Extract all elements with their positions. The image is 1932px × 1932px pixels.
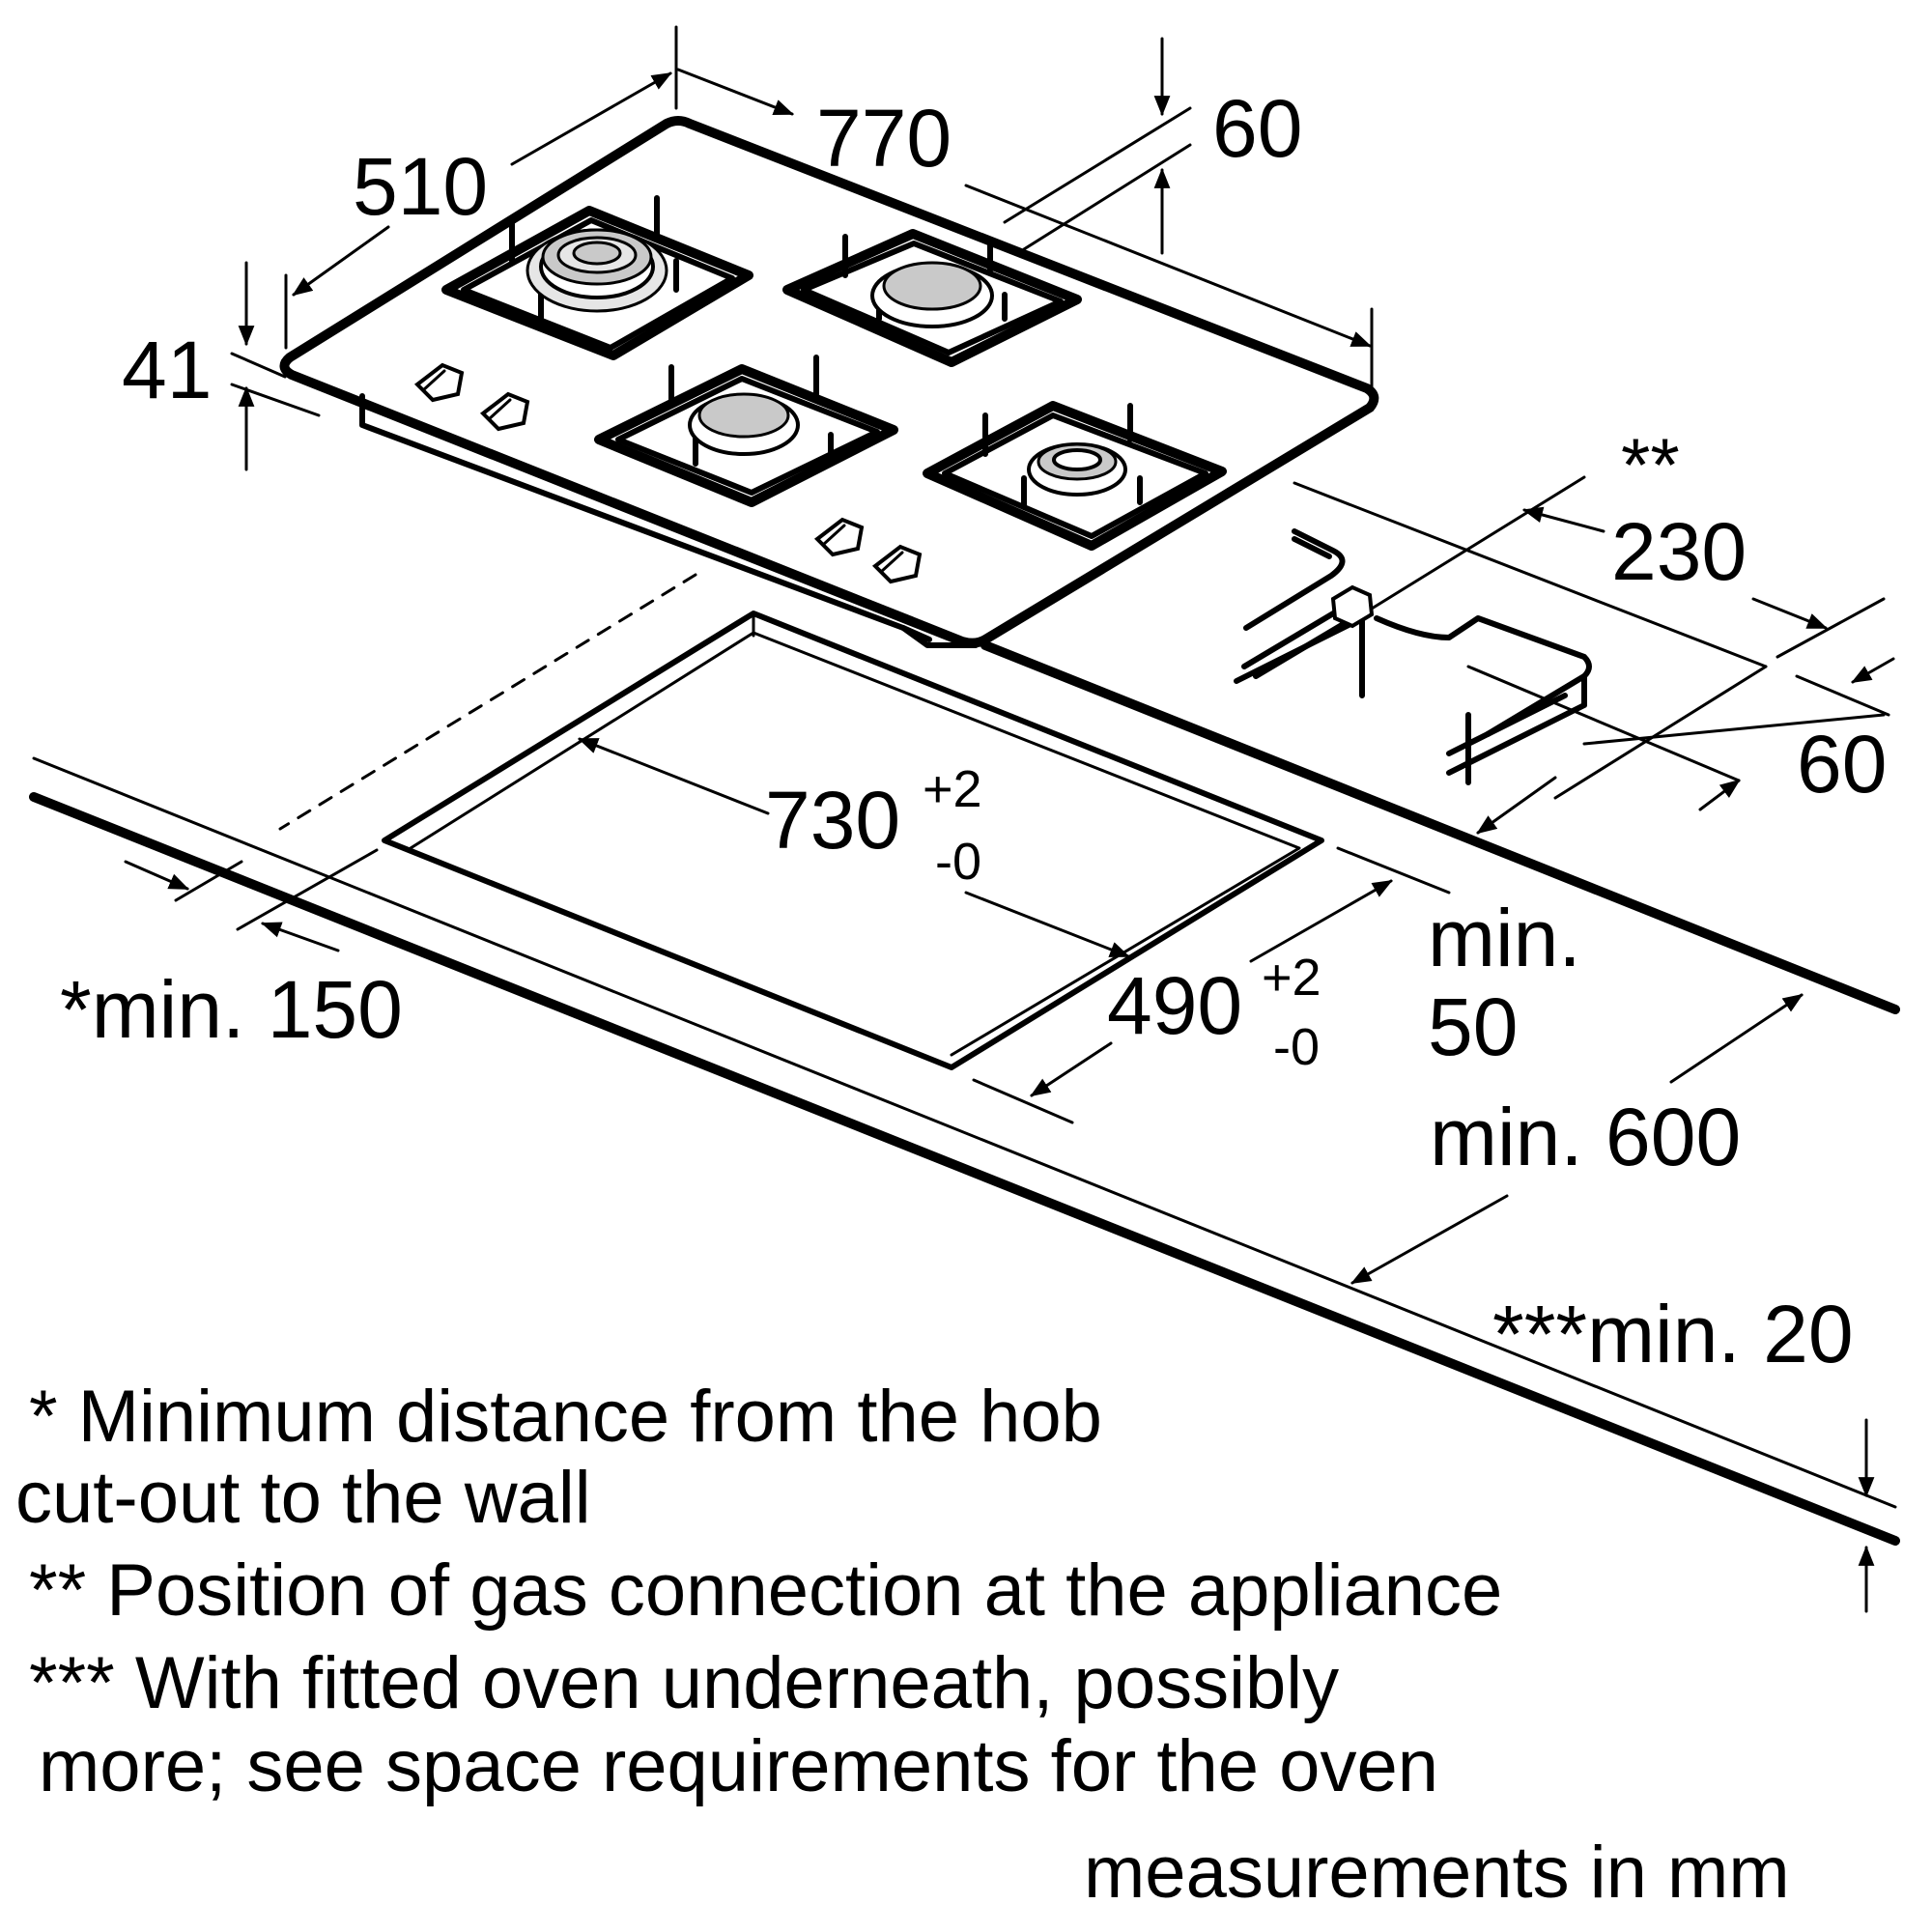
hob-glass-top <box>279 116 1379 648</box>
dim-cutout-depth-tol-minus: -0 <box>1273 1018 1320 1076</box>
dim-height-label: 41 <box>122 325 212 415</box>
dimension-labels: 510 770 60 41 ** 230 60 730 +2 -0 490 +2… <box>60 83 1887 1379</box>
control-knobs <box>413 362 923 584</box>
wall-line-dashed <box>278 573 697 831</box>
dim-grate-offset-label: 60 <box>1212 83 1302 174</box>
knob-icon <box>871 544 923 584</box>
worktop <box>29 573 1900 1546</box>
knob-icon <box>413 362 465 403</box>
hob-body-edge <box>370 404 915 620</box>
dim-min-worktop-depth: min. 600 <box>1430 1092 1741 1182</box>
gas-connection <box>1234 528 1592 785</box>
units-caption: measurements in mm <box>1084 1832 1790 1914</box>
footnote-2: ** Position of gas connection at the app… <box>29 1549 1502 1632</box>
dim-cutout-depth-label: 490 <box>1107 960 1242 1051</box>
dim-cutout-depth-tol-plus: +2 <box>1262 949 1321 1007</box>
dimension-lines <box>124 25 1895 1613</box>
footnote-1-line1: * Minimum distance from the hob <box>29 1376 1102 1458</box>
knob-icon <box>813 517 865 557</box>
gas-nut-icon <box>1330 584 1375 629</box>
burner-front-right <box>923 401 1227 551</box>
knob-icon <box>479 391 530 432</box>
footnote-1-line2: cut-out to the wall <box>15 1457 591 1539</box>
dim-min-rear-line2: 50 <box>1428 981 1518 1072</box>
dim-gas-depth-label: 60 <box>1797 719 1887 810</box>
dim-min-worktop-thickness: ***min. 20 <box>1492 1289 1854 1379</box>
dim-depth-label: 510 <box>353 141 488 232</box>
dim-gas-width-label: 230 <box>1611 506 1747 597</box>
burner-front-left <box>594 355 898 507</box>
gas-position-marker: ** <box>1621 422 1680 507</box>
footnote-3-line2: more; see space requirements for the ove… <box>39 1725 1438 1807</box>
gas-pipe <box>1241 604 1359 679</box>
burner-wok <box>441 195 753 360</box>
dim-cutout-width-label: 730 <box>765 775 900 866</box>
hob-base-step <box>900 625 979 648</box>
dim-min-wall: *min. 150 <box>60 964 403 1055</box>
dim-cutout-width-tol-plus: +2 <box>923 760 982 818</box>
dim-width-label: 770 <box>816 93 952 184</box>
hob-body-underside <box>359 393 932 642</box>
hob-appliance <box>279 116 1379 648</box>
footnote-3-line1: *** With fitted oven underneath, possibl… <box>29 1642 1339 1724</box>
footnotes: * Minimum distance from the hob cut-out … <box>15 1376 1790 1914</box>
burner-back-right <box>782 229 1082 367</box>
dim-cutout-width-tol-minus: -0 <box>935 833 981 891</box>
dim-min-rear-line1: min. <box>1428 893 1581 983</box>
